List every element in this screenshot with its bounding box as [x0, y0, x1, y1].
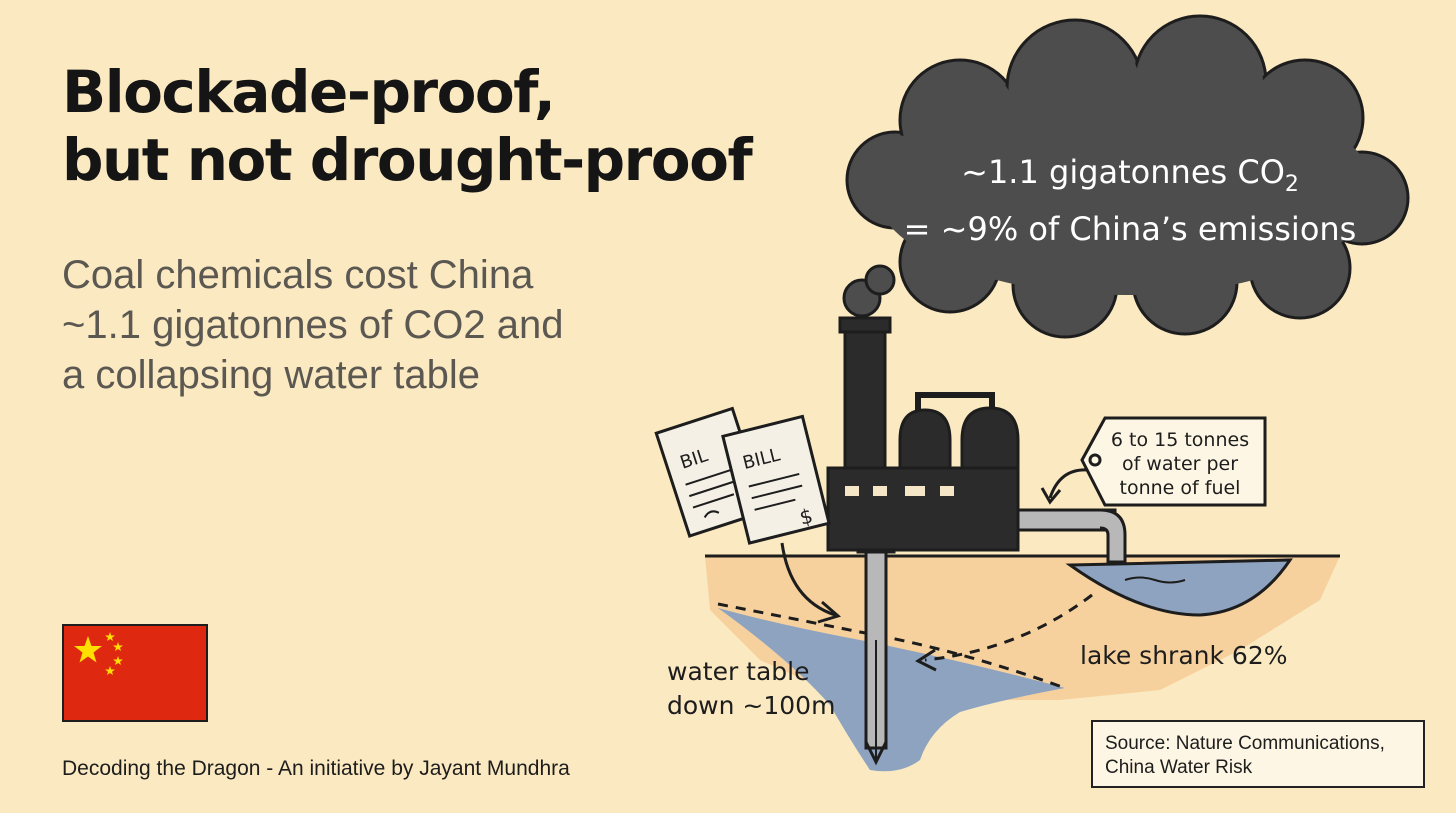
aquifer [718, 608, 1065, 772]
cloud-line-2: = ~9% of China’s emissions [904, 210, 1357, 248]
bill-dollar: $ [797, 503, 815, 529]
subheadline: Coal chemicals cost China ~1.1 gigatonne… [62, 250, 563, 400]
subheadline-line-3: a collapsing water table [62, 353, 481, 397]
source-line-1: Source: Nature Communications, [1105, 733, 1385, 754]
subheadline-line-1: Coal chemicals cost China [62, 253, 534, 297]
headline: Blockade-proof, but not drought-proof [62, 58, 753, 194]
water-tag-line-2: of water per [1122, 453, 1238, 475]
headline-line-1: Blockade-proof, [62, 58, 556, 126]
pipe-icon [1013, 508, 1127, 564]
cloud-line-1: ~1.1 gigatonnes CO2 [961, 153, 1299, 197]
water-tag-line-3: tonne of fuel [1120, 477, 1241, 499]
bill-icon: BIL BILL $ [654, 406, 831, 545]
headline-line-2: but not drought-proof [62, 126, 753, 194]
subheadline-line-2: ~1.1 gigatonnes of CO2 and [62, 303, 564, 347]
source-line-2: China Water Risk [1105, 757, 1253, 778]
factory-icon [826, 316, 1020, 552]
water-table-label-line-1: water table [667, 657, 810, 686]
source-box: Source: Nature Communications, China Wat… [1091, 720, 1425, 788]
china-flag-icon [62, 624, 208, 722]
credit-line: Decoding the Dragon - An initiative by J… [62, 757, 570, 780]
smoke-cloud-icon [842, 14, 1410, 339]
water-tag-line-1: 6 to 15 tonnes [1111, 429, 1249, 451]
water-table-label-line-2: down ~100m [667, 691, 835, 720]
water-tag [1040, 416, 1267, 507]
lake-label: lake shrank 62% [1080, 641, 1287, 670]
lake [1065, 558, 1293, 617]
